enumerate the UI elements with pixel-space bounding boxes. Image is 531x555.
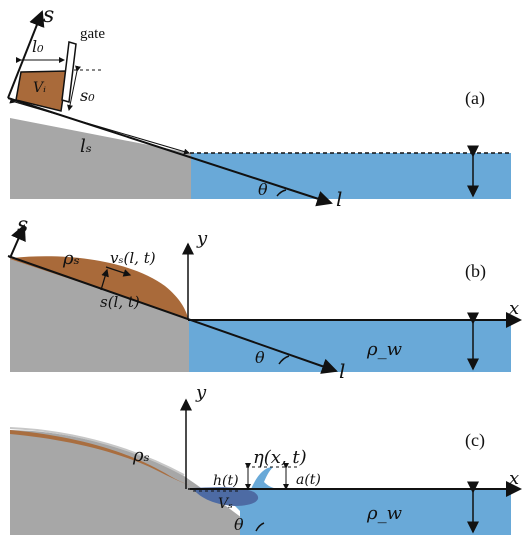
panel-a-l0-label: l₀	[32, 37, 44, 56]
panel-c-axis-x-label: x	[509, 468, 519, 489]
panel-b-label: (b)	[465, 261, 486, 282]
panel-b-s-l-label: s(l, t)	[100, 293, 140, 311]
panel-c-eta-label: η(x, t)	[253, 447, 307, 468]
panel-a-ls-label: lₛ	[80, 136, 92, 157]
panel-b-axis-s-label: s	[17, 213, 28, 238]
panel-a-vi-label: Vᵢ	[33, 80, 46, 96]
panel-c-submerged-slide	[192, 487, 259, 506]
panel-b-water	[189, 320, 511, 372]
panel-b-velocity-arrow	[105, 266, 132, 277]
panel-b-vs-label: vₛ(l, t)	[110, 249, 156, 267]
panel-b-s-axis	[9, 224, 26, 259]
panel-c-slope-upper-shadow	[9, 427, 185, 476]
panel-b-rho-w-label: ρ_w	[366, 339, 403, 360]
panel-c-generated-wave	[251, 467, 278, 489]
panel-c-h-label: h(t)	[213, 473, 239, 489]
panel-a-axis-l-label: l	[336, 187, 342, 211]
panel-c-sediment	[10, 430, 206, 489]
panel-c-rho-s-label: ρₛ	[132, 445, 150, 466]
panel-a: s gate l₀ Vᵢ s₀ lₛ θ l (a)	[7, 3, 511, 211]
panel-c-rho-w-label: ρ_w	[366, 503, 403, 524]
panel-c-angle-arc	[255, 522, 265, 532]
panel-a-ls-dimension	[9, 97, 190, 155]
panel-c-slope	[10, 430, 264, 535]
panel-c: y ρₛ η(x, t) h(t) a(t) Vₛ x ρ_w θ (c)	[9, 382, 522, 535]
panel-b-angle-arc	[278, 355, 290, 365]
panel-a-axis-s-label: s	[43, 3, 54, 28]
panel-a-s-axis	[7, 10, 45, 99]
panel-c-water	[240, 489, 511, 535]
panel-a-theta-label: θ	[258, 180, 268, 199]
panel-b: s ρₛ vₛ(l, t) s(l, t) y x ρ_w θ l (b)	[7, 213, 522, 383]
panel-c-a-label: a(t)	[296, 472, 321, 488]
panel-a-water	[191, 153, 511, 199]
panel-a-angle-arc	[276, 189, 287, 197]
panel-b-axis-y-label: y	[196, 228, 208, 249]
panel-a-s0-label: s₀	[80, 86, 95, 105]
panel-c-vs-label: Vₛ	[218, 496, 233, 512]
panel-c-axis-y-label: y	[195, 382, 207, 403]
panel-a-gate-label: gate	[80, 26, 105, 42]
panel-b-theta-label: θ	[255, 348, 265, 367]
panel-b-slope-line	[7, 255, 338, 374]
panel-c-label: (c)	[465, 430, 485, 451]
panel-b-thickness-arrow	[100, 268, 109, 291]
panel-a-label: (a)	[465, 88, 485, 109]
panel-c-theta-label: θ	[234, 515, 244, 534]
panel-b-axis-l-label: l	[339, 359, 345, 383]
panel-b-rho-s-label: ρₛ	[62, 248, 80, 269]
panel-b-axis-x-label: x	[509, 298, 519, 319]
